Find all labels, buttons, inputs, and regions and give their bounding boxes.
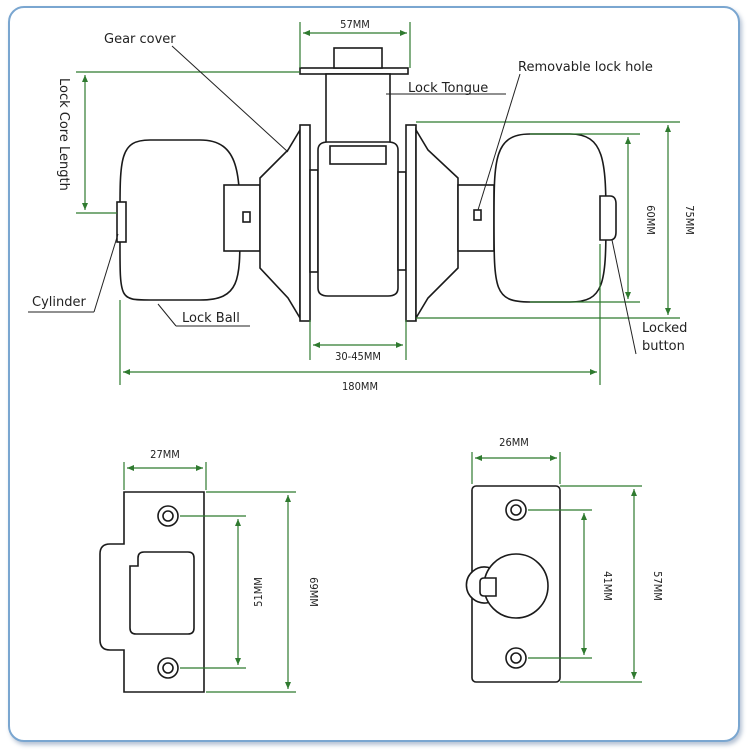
right-spindle-ring [397, 171, 407, 271]
cylinder-keyway [116, 201, 127, 243]
dim-knob-outer: 75MM [683, 205, 696, 235]
strike-plate-outline [99, 491, 205, 693]
strike-screw-hole-top [157, 505, 179, 527]
right-gear-cover [415, 127, 459, 321]
strike-plate [99, 491, 205, 693]
label-removable-lock-hole: Removable lock hole [518, 60, 653, 75]
right-knob [493, 133, 607, 303]
faceplate-screw-bottom [505, 647, 527, 669]
callouts: Gear cover Lock Tongue Removable lock ho… [28, 32, 687, 355]
left-knob-neck [223, 184, 261, 252]
left-knob [119, 139, 241, 301]
latch-top-plate [299, 67, 409, 75]
dim-strike-height: 69MM [307, 577, 320, 607]
dim-backset: 30-45MM [335, 350, 381, 363]
left-neck-hole [242, 211, 251, 223]
dim-overall-length: 180MM [342, 380, 378, 393]
latch-window [329, 145, 387, 165]
dim-strike-hole-spacing: 51MM [252, 577, 265, 607]
strike-dimensions [123, 462, 296, 693]
faceplate-screw-top [505, 499, 527, 521]
faceplate-notch [479, 577, 497, 597]
latch-tube [325, 73, 391, 145]
label-lock-core-length: Lock Core Length [56, 78, 71, 191]
latch-body [317, 141, 399, 297]
dim-faceplate-height: 57MM [651, 571, 664, 601]
dim-faceplate-hole-spacing: 41MM [601, 571, 614, 601]
right-rose-plate [405, 124, 417, 322]
strike-screw-hole-bottom [157, 657, 179, 679]
left-spindle-ring [309, 169, 319, 273]
label-cylinder: Cylinder [32, 295, 86, 310]
dim-top-width: 57MM [340, 18, 370, 31]
main-dimensions [76, 22, 680, 385]
locked-button [599, 195, 617, 241]
dim-strike-width: 27MM [150, 448, 180, 461]
label-gear-cover: Gear cover [104, 32, 176, 47]
knob-lock-side-view [116, 47, 617, 322]
label-locked-line2: button [642, 339, 685, 354]
faceplate-dimensions [471, 452, 642, 683]
latch-faceplate [465, 485, 561, 683]
latch-tongue-head [333, 47, 383, 69]
dim-faceplate-width: 26MM [499, 436, 529, 449]
label-lock-ball: Lock Ball [182, 311, 240, 326]
label-locked-line1: Locked [642, 321, 687, 336]
removable-lock-hole-mark [473, 209, 482, 221]
dim-knob-inner: 60MM [644, 205, 657, 235]
label-lock-tongue: Lock Tongue [408, 81, 488, 96]
left-gear-cover [259, 127, 301, 321]
strike-plate-opening [129, 551, 195, 635]
left-rose-plate [299, 124, 311, 322]
